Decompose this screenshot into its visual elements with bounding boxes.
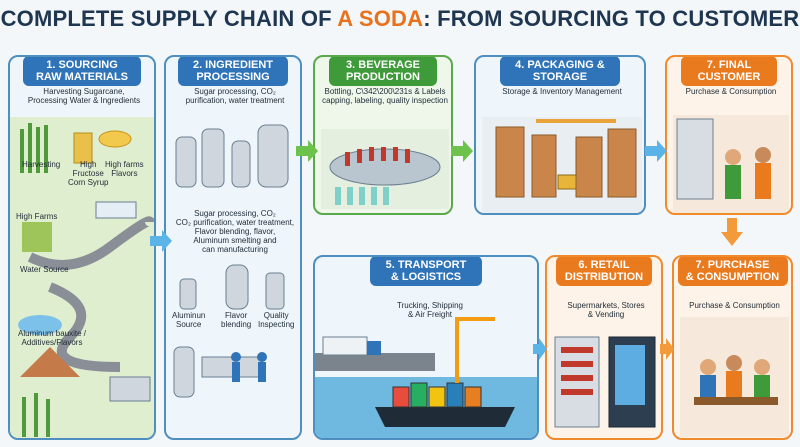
panel-final-customer-subtitle: Purchase & Consumption bbox=[685, 87, 777, 96]
panel-purchase-header: 7. PURCHASE& CONSUMPTION bbox=[677, 257, 788, 286]
final-customer-illustration bbox=[673, 115, 789, 213]
arrow-6-to-7 bbox=[660, 338, 674, 360]
arrow-1-to-2 bbox=[150, 230, 172, 252]
panel-packaging-header: 4. PACKAGING &STORAGE bbox=[500, 57, 620, 86]
transport-illustration bbox=[315, 317, 537, 438]
panel-purchase: 7. PURCHASE& CONSUMPTION Purchase & Cons… bbox=[672, 255, 793, 440]
label-harvesting: Harvesting bbox=[22, 160, 61, 169]
arrow-5-to-6 bbox=[533, 338, 547, 360]
sourcing-illustration bbox=[10, 117, 154, 438]
arrow-7-down bbox=[721, 218, 743, 246]
arrow-2-to-3 bbox=[296, 140, 318, 162]
panel-sourcing-subtitle: Harvesting Sugarcane,Processing Water & … bbox=[27, 87, 141, 105]
panel-transport-header: 5. TRANSPORT& LOGISTICS bbox=[370, 257, 482, 286]
panel-packaging: 4. PACKAGING &STORAGE Storage & Inventor… bbox=[474, 55, 646, 215]
panel-purchase-subtitle: Purchase & Consumption bbox=[689, 301, 780, 310]
arrow-4-to-7 bbox=[645, 140, 667, 162]
arrow-3-to-4 bbox=[451, 140, 473, 162]
panel-packaging-subtitle: Storage & Inventory Management bbox=[502, 87, 622, 96]
label-high-farms: High Farms bbox=[16, 212, 58, 221]
production-illustration bbox=[321, 129, 449, 209]
panel-transport: 5. TRANSPORT& LOGISTICS Trucking, Shippi… bbox=[313, 255, 539, 440]
packaging-illustration bbox=[482, 117, 642, 213]
label-aluminum: Aluminum bauxite /Additives/Flavors bbox=[18, 329, 87, 347]
panel-retail-subtitle: Supermarkets, Stores& Vending bbox=[567, 301, 645, 319]
retail-illustration bbox=[554, 336, 656, 428]
purchase-illustration bbox=[680, 317, 789, 437]
panel-transport-subtitle: Trucking, Shipping& Air Freight bbox=[397, 301, 463, 319]
label-water-source: Water Source bbox=[20, 265, 69, 274]
page-title: COMPLETE SUPPLY CHAIN OF A SODA: FROM SO… bbox=[0, 6, 800, 31]
processing-illustration bbox=[173, 124, 289, 398]
